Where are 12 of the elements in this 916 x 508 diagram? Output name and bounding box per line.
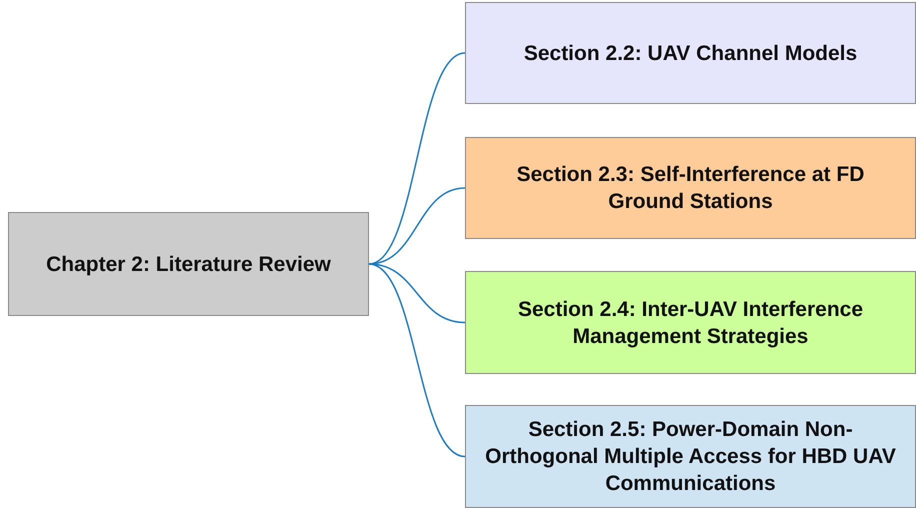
box-label: Chapter 2: Literature Review	[46, 252, 331, 278]
box-label: Section 2.4: Inter-UAV Interference Management Strategies	[516, 296, 864, 350]
section-box	[465, 271, 916, 374]
box-label: Section 2.3: Self-Interference at FD Ground Stations	[516, 162, 866, 215]
connector-line	[368, 187, 466, 265]
chapter-box	[8, 212, 369, 316]
box-label: Section 2.2: UAV Channel Models	[524, 40, 858, 66]
box-label: Section 2.5: Power-Domain Non-Orthogonal Multiple Access for HBD UAV Communications	[484, 417, 897, 497]
section-box	[465, 2, 916, 104]
connector-line	[368, 263, 466, 458]
section-box	[465, 405, 916, 508]
section-box	[465, 137, 916, 239]
